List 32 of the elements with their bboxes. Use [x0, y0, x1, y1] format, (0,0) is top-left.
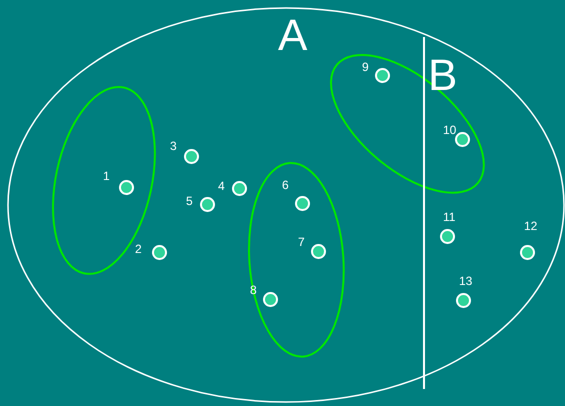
point-number: 9 [362, 60, 369, 73]
point-number: 2 [135, 243, 142, 255]
data-point [200, 196, 214, 212]
point-number: 10 [442, 124, 456, 136]
point-number: 1 [102, 170, 110, 182]
set-label: A [278, 14, 308, 58]
data-point [440, 228, 454, 244]
data-point [456, 292, 470, 308]
point-number: 11 [443, 211, 456, 223]
cluster-ellipse [52, 86, 156, 274]
point-number: 13 [459, 275, 472, 287]
data-point [311, 244, 326, 260]
set-ellipse [7, 7, 565, 403]
point-number: 8 [250, 284, 257, 296]
data-point [455, 132, 470, 148]
data-point [375, 68, 390, 84]
point-number: 12 [524, 220, 538, 232]
point-number: 4 [218, 180, 225, 192]
data-point [295, 196, 310, 212]
point-number: 6 [282, 178, 289, 191]
data-point [184, 148, 198, 164]
data-point [119, 180, 134, 196]
data-point [152, 244, 166, 260]
point-number: 3 [170, 140, 177, 152]
point-number: 5 [186, 195, 193, 207]
set-label: B [428, 54, 458, 98]
data-point [263, 292, 278, 308]
data-point [520, 244, 534, 260]
data-point [232, 180, 246, 196]
cluster-ellipse [248, 162, 344, 358]
point-number: 7 [298, 236, 305, 248]
cluster-ellipse [330, 54, 484, 194]
